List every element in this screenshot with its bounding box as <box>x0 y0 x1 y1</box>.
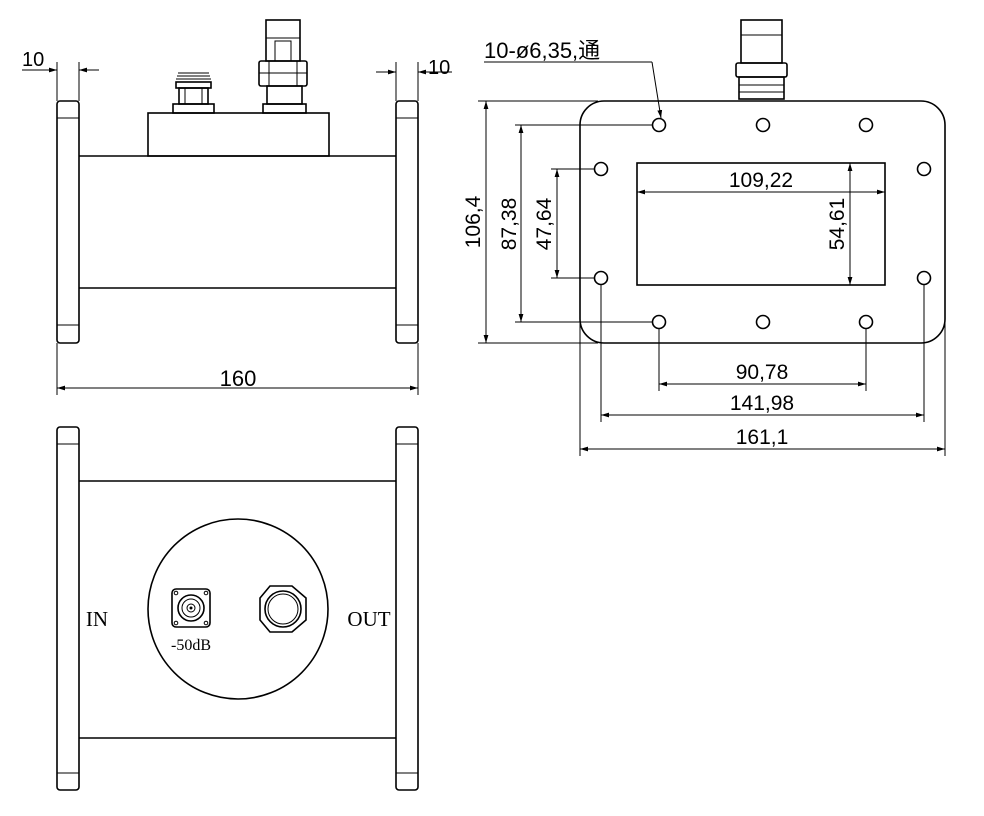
dim-aperture-height: 54,61 <box>826 198 849 251</box>
dim-overall-length: 160 <box>220 366 257 391</box>
n-connector-left <box>172 72 215 114</box>
left-flange <box>56 100 80 344</box>
port-out-label: OUT <box>347 607 390 631</box>
port-in-label: IN <box>86 607 108 631</box>
n-connector-top <box>171 588 211 628</box>
dim-flange-height: 106,4 <box>462 195 485 248</box>
sma-connector-top <box>259 585 307 633</box>
dim-hole-spacing-horizontal-inner: 90,78 <box>736 361 789 384</box>
coupler-disk <box>147 518 329 700</box>
bolt-hole <box>755 117 771 133</box>
dim-left-flange-thickness: 10 <box>22 49 44 71</box>
dim-hole-spacing-vertical-inner: 47,64 <box>533 197 556 250</box>
right-flange <box>395 100 419 344</box>
dim-right-flange-thickness: 10 <box>428 57 450 79</box>
top-view: -50dB IN OUT <box>56 426 419 791</box>
coupler-block <box>147 112 330 157</box>
bolt-hole <box>916 270 932 286</box>
bolt-hole <box>916 161 932 177</box>
flange-outline <box>579 100 946 344</box>
bolt-hole <box>651 314 667 330</box>
flange-view-connector <box>735 19 788 100</box>
bolt-hole <box>755 314 771 330</box>
coupler-label: -50dB <box>171 637 211 654</box>
bolt-hole <box>858 117 874 133</box>
bolt-hole <box>858 314 874 330</box>
left-flange-top <box>56 426 80 791</box>
bolt-hole <box>593 270 609 286</box>
hole-callout: 10-ø6,35,通 <box>484 38 600 63</box>
bolt-hole <box>593 161 609 177</box>
sma-connector-right <box>258 19 308 114</box>
dim-hole-spacing-horizontal-outer: 141,98 <box>730 392 794 415</box>
dim-hole-spacing-vertical-outer: 87,38 <box>498 198 521 251</box>
waveguide-aperture <box>636 162 886 286</box>
bolt-hole <box>651 117 667 133</box>
right-flange-top <box>395 426 419 791</box>
dim-aperture-width: 109,22 <box>729 169 793 192</box>
dim-flange-width: 161,1 <box>736 426 789 449</box>
front-view: 10 10 160 <box>22 19 452 395</box>
flange-view: 10-ø6,35,通 106,4 87,38 47,64 109,22 54,6… <box>462 19 946 456</box>
